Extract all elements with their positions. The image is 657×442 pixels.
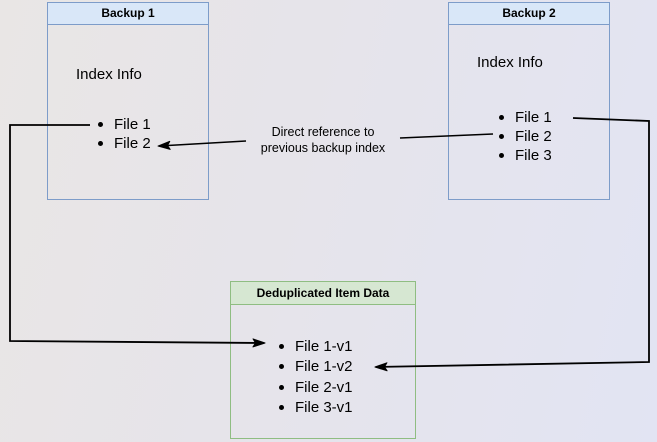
list-item: File 2-v1 [279, 377, 353, 398]
file-label: File 2 [114, 135, 151, 152]
edge-label-direct-reference: Direct reference to previous backup inde… [239, 125, 407, 156]
list-item: File 1-v2 [279, 357, 353, 378]
file-label: File 1 [515, 109, 552, 126]
bullet-icon [499, 153, 504, 158]
list-item: File 1 [499, 108, 552, 127]
bullet-icon [98, 122, 103, 127]
bullet-icon [279, 343, 284, 349]
file-label: File 3 [515, 147, 552, 164]
list-item: File 2 [98, 134, 151, 153]
bullet-icon [279, 364, 284, 370]
node-backup1: Backup 1 Index Info File 1 File 2 [47, 2, 209, 200]
dedup-title: Deduplicated Item Data [231, 282, 415, 305]
list-item: File 3 [499, 146, 552, 165]
file-label: File 1 [114, 116, 151, 133]
edge-label-line1: Direct reference to [271, 125, 375, 139]
list-item: File 3-v1 [279, 398, 353, 419]
backup1-index-info-label: Index Info [76, 66, 142, 83]
backup1-file-list: File 1 File 2 [98, 115, 151, 153]
file-label: File 3-v1 [295, 399, 353, 417]
node-dedup-item-data: Deduplicated Item Data File 1-v1 File 1-… [230, 281, 416, 439]
list-item: File 1-v1 [279, 336, 353, 357]
backup2-file-list: File 1 File 2 File 3 [499, 108, 552, 165]
backup2-title: Backup 2 [449, 3, 609, 25]
bullet-icon [499, 134, 504, 139]
list-item: File 2 [499, 127, 552, 146]
file-label: File 1-v2 [295, 358, 353, 376]
node-backup2: Backup 2 Index Info File 1 File 2 File 3 [448, 2, 610, 200]
file-label: File 2 [515, 128, 552, 145]
edge-label-line2: previous backup index [260, 140, 386, 155]
list-item: File 1 [98, 115, 151, 134]
backup1-title: Backup 1 [48, 3, 208, 25]
bullet-icon [279, 384, 284, 390]
bullet-icon [98, 141, 103, 146]
bullet-icon [279, 405, 284, 411]
file-label: File 2-v1 [295, 378, 353, 396]
backup2-index-info-label: Index Info [477, 54, 543, 71]
bullet-icon [499, 115, 504, 120]
dedup-file-list: File 1-v1 File 1-v2 File 2-v1 File 3-v1 [279, 336, 353, 418]
file-label: File 1-v1 [295, 337, 353, 355]
